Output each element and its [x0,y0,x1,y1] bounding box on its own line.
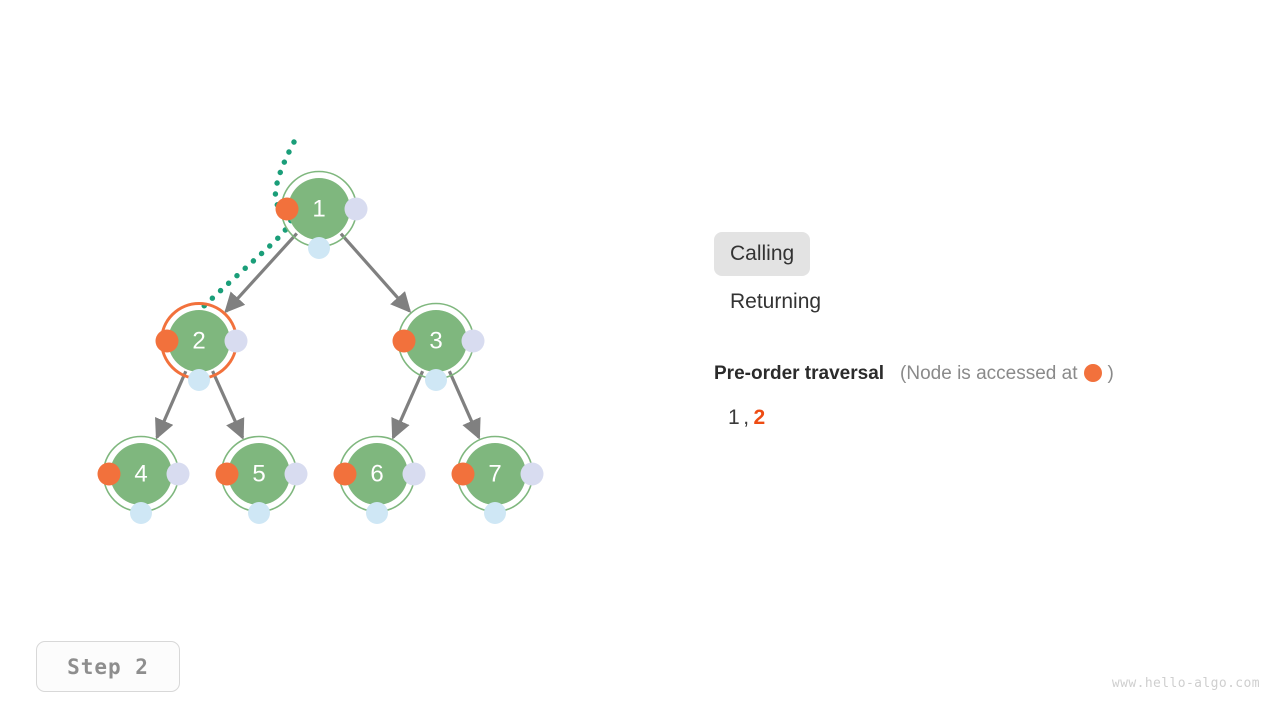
traversal-sequence: 1,2 [728,407,1254,428]
node-label: 5 [252,461,265,488]
node-circle [288,178,350,240]
traversal-note-prefix: (Node is accessed at [900,363,1078,384]
node-label: 3 [429,328,442,355]
tree-edge [391,370,425,440]
node-label: 4 [134,461,147,488]
access-marker-icon [1084,364,1103,382]
node-right-port-dot [284,462,308,486]
node-access-dot [451,462,475,486]
node-access-dot [155,329,179,353]
node-access-dot [392,329,416,353]
tree-edge [447,370,481,440]
tree-node-4[interactable]: 4 [97,435,190,525]
node-right-port-dot [224,329,248,353]
node-circle [405,310,467,372]
tree-edge [224,232,298,314]
node-bottom-port-dot [188,369,210,391]
binary-tree-diagram: 1 2 3 4 5 6 7 [0,0,660,600]
node-bottom-port-dot [248,502,270,524]
node-label: 7 [488,461,501,488]
node-right-port-dot [166,462,190,486]
tree-edge [155,370,188,440]
node-right-port-dot [520,462,544,486]
node-access-dot [333,462,357,486]
node-access-dot [215,462,239,486]
recursion-path-line [167,139,297,342]
tree-node-6[interactable]: 6 [333,435,426,525]
tree-node-7[interactable]: 7 [451,435,544,525]
tree-node-3[interactable]: 3 [392,302,485,392]
node-bottom-port-dot [366,502,388,524]
traversal-note: (Node is accessed at) [900,364,1114,383]
node-right-port-dot [461,329,485,353]
node-label: 1 [312,196,325,223]
node-bottom-port-dot [484,502,506,524]
node-bottom-port-dot [308,237,330,259]
node-circle [346,443,408,505]
node-circle [168,310,230,372]
state-row-returning: Returning [714,280,1254,324]
node-label: 2 [192,328,205,355]
traversal-heading: Pre-order traversal (Node is accessed at… [714,364,1254,383]
tree-node-2[interactable]: 2 [155,302,248,392]
tree-edges [155,232,481,440]
tree-canvas: 1 2 3 4 5 6 7 [97,139,544,525]
watermark: www.hello-algo.com [1111,676,1260,691]
state-row-calling: Calling [714,232,1254,276]
tree-node-1[interactable]: 1 [275,170,368,260]
node-bottom-port-dot [130,502,152,524]
sequence-value: 1 [728,406,741,429]
tree-edge [211,370,245,440]
node-right-port-dot [402,462,426,486]
info-panel: Calling Returning Pre-order traversal (N… [714,232,1254,428]
tree-nodes: 1 2 3 4 5 6 7 [97,170,544,525]
sequence-separator: , [743,406,750,429]
state-badge-calling: Calling [714,232,811,276]
node-circle [110,443,172,505]
sequence-value: 2 [753,406,766,429]
node-access-dot [97,462,121,486]
node-circle [464,443,526,505]
state-badge-returning: Returning [730,290,822,313]
node-right-port-dot [344,197,368,221]
node-circle [228,443,290,505]
step-badge: Step 2 [36,641,180,692]
node-access-dot [275,197,299,221]
tree-edge [339,232,412,313]
tree-node-5[interactable]: 5 [215,435,308,525]
traversal-title: Pre-order traversal [714,363,885,384]
traversal-block: Pre-order traversal (Node is accessed at… [714,364,1254,428]
node-bottom-port-dot [425,369,447,391]
traversal-note-suffix: ) [1107,363,1114,384]
node-label: 6 [370,461,383,488]
